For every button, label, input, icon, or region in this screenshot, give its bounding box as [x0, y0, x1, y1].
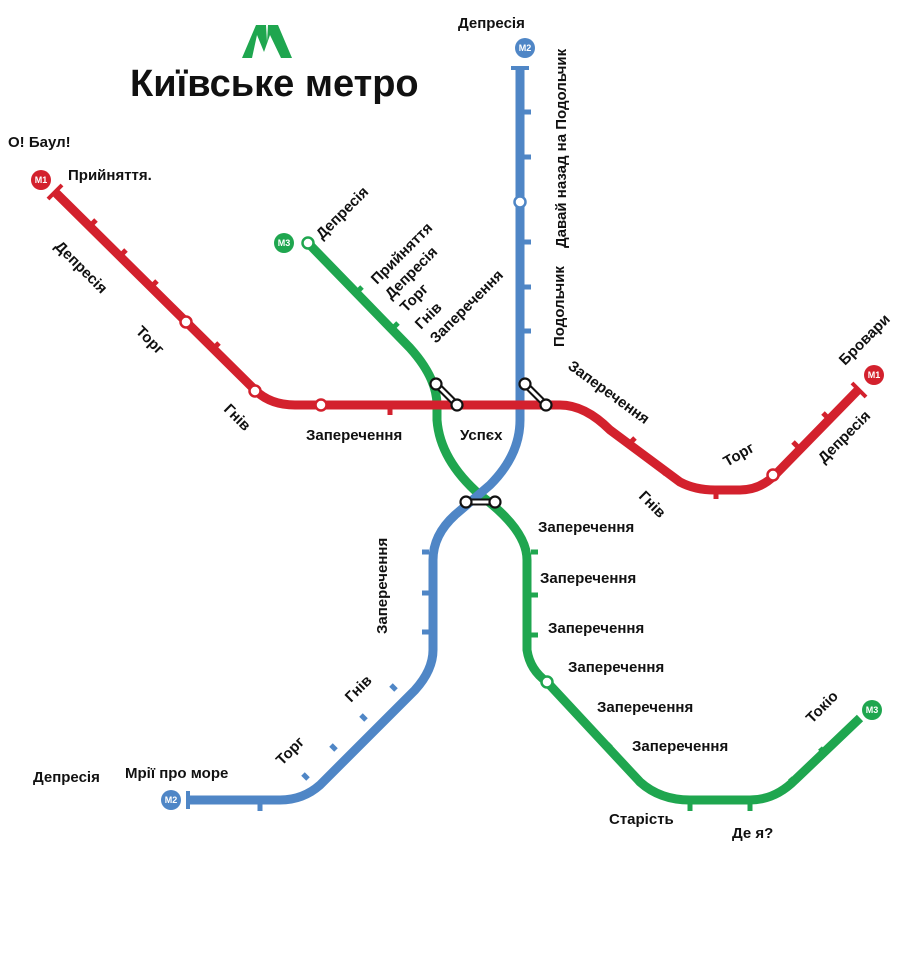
station-label: Заперечення	[540, 570, 636, 587]
station-label: Депресія	[458, 15, 525, 32]
svg-text:M3: M3	[866, 705, 879, 715]
station-label: Депресія	[313, 184, 372, 243]
station-label: Заперечення	[306, 427, 402, 444]
station-label: Заперечення	[565, 357, 653, 427]
map-title: Київське метро	[130, 63, 419, 105]
svg-text:M3: M3	[278, 238, 291, 248]
blue-line[interactable]	[188, 68, 525, 805]
station-label: Заперечення	[632, 738, 728, 755]
station-red[interactable]	[314, 398, 328, 412]
svg-text:M2: M2	[519, 43, 532, 53]
transfer-blue-green[interactable]	[459, 495, 502, 509]
station-label: Заперечення	[568, 659, 664, 676]
m3-badge-north: M3	[274, 233, 294, 253]
transfer-red-green[interactable]	[429, 377, 464, 412]
station-red[interactable]	[248, 384, 262, 398]
station-label: Де я?	[732, 825, 773, 842]
station-label: Гнів	[342, 672, 376, 706]
station-red[interactable]	[766, 468, 780, 482]
m2-badge-north: M2	[515, 38, 535, 58]
svg-text:M2: M2	[165, 795, 178, 805]
station-label: Прийняття.	[68, 167, 152, 184]
m3-badge-south: M3	[862, 700, 882, 720]
station-label: Давай назад на Подольчик	[553, 48, 570, 248]
station-label: Депресія	[51, 238, 110, 297]
station-label: Мрії про море	[125, 765, 228, 782]
station-label: Торг	[132, 323, 167, 358]
station-label: Старість	[609, 811, 674, 828]
station-label: Токіо	[803, 688, 842, 727]
station-label: Гнів	[635, 488, 669, 522]
svg-text:M1: M1	[35, 175, 48, 185]
green-station-ticks	[355, 285, 827, 811]
metro-logo-icon	[242, 25, 292, 58]
svg-text:M1: M1	[868, 370, 881, 380]
station-green[interactable]	[540, 675, 554, 689]
station-label: Бровари	[836, 311, 894, 369]
station-green[interactable]	[301, 236, 315, 250]
red-station-ticks	[46, 183, 868, 499]
station-label: Заперечення	[597, 699, 693, 716]
transfer-red-blue[interactable]	[518, 377, 553, 412]
m1-badge-west: M1	[31, 170, 51, 190]
station-label: Торг	[721, 439, 758, 470]
m2-badge-south: M2	[161, 790, 181, 810]
station-label: Торг	[273, 734, 308, 769]
center-station-label: Успєх	[460, 427, 503, 444]
station-label: О! Баул!	[8, 134, 71, 151]
station-label: Подольчик	[551, 266, 568, 347]
station-label: Заперечення	[374, 538, 391, 634]
station-red[interactable]	[179, 315, 193, 329]
station-label: Гнів	[220, 401, 254, 435]
station-label: Депресія	[33, 769, 100, 786]
station-blue[interactable]	[513, 195, 527, 209]
red-line[interactable]	[51, 188, 862, 495]
station-label: Заперечення	[538, 519, 634, 536]
station-label: Заперечення	[548, 620, 644, 637]
blue-station-ticks	[186, 66, 531, 811]
m1-badge-east: M1	[864, 365, 884, 385]
